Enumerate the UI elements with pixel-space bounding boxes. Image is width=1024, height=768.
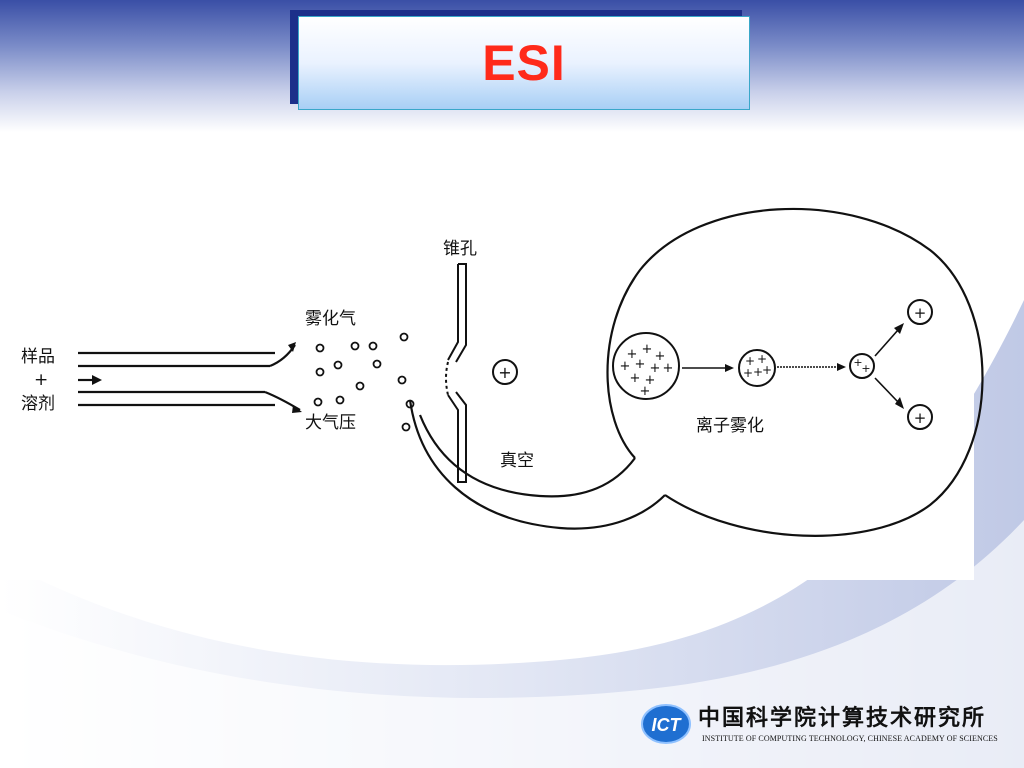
- vacuum-chamber-outline: [408, 207, 984, 537]
- svg-text:+: +: [762, 363, 772, 377]
- institute-logo: ICT 中国科学院计算技术研究所 INSTITUTE OF COMPUTING …: [636, 698, 998, 754]
- label-plus: +: [34, 370, 48, 390]
- label-cone-orifice: 锥孔: [443, 239, 477, 259]
- label-atmospheric-pressure: 大气压: [305, 413, 356, 433]
- cone-orifice-plate: [445, 263, 467, 483]
- large-droplet: +++ +++ +++ +: [612, 332, 680, 400]
- slide-title: ESI: [482, 35, 566, 91]
- svg-text:+: +: [498, 363, 511, 382]
- svg-text:+: +: [630, 371, 641, 386]
- svg-text:+: +: [620, 359, 631, 374]
- svg-text:+: +: [745, 354, 755, 368]
- svg-text:+: +: [650, 361, 661, 376]
- svg-text:+: +: [853, 356, 862, 369]
- gas-arrow-down: [292, 405, 302, 413]
- svg-text:+: +: [645, 373, 656, 388]
- title-box: ESI: [298, 16, 750, 110]
- ict-logo-text: ICT: [652, 715, 683, 735]
- institute-name-en: INSTITUTE OF COMPUTING TECHNOLOGY, CHINE…: [702, 734, 998, 743]
- svg-text:+: +: [663, 361, 674, 376]
- gas-phase-ion-upper: +: [907, 299, 933, 325]
- gas-arrow-up: [288, 342, 296, 352]
- label-vacuum: 真空: [500, 451, 534, 471]
- svg-text:+: +: [914, 304, 927, 322]
- sample-flow-arrow: [78, 375, 102, 385]
- ion-emission-arrows: [874, 323, 904, 409]
- spray-droplets: [313, 332, 415, 432]
- svg-text:+: +: [640, 384, 651, 399]
- svg-text:+: +: [914, 409, 927, 427]
- institute-name-cn: 中国科学院计算技术研究所: [698, 705, 987, 731]
- gas-phase-ion-lower: +: [907, 404, 933, 430]
- svg-text:+: +: [861, 362, 870, 375]
- svg-text:+: +: [753, 365, 763, 379]
- fission-arrow-1: [682, 364, 734, 372]
- medium-droplet: ++ +++: [738, 349, 776, 387]
- label-sample: 样品: [21, 347, 55, 367]
- svg-text:+: +: [757, 352, 767, 366]
- ict-logo-icon: ICT: [641, 704, 691, 744]
- label-nebulizer-gas: 雾化气: [305, 309, 356, 329]
- diagram-panel: [0, 180, 974, 580]
- fission-arrow-2: [777, 363, 846, 371]
- label-ion-spray: 离子雾化: [696, 416, 764, 436]
- svg-text:+: +: [635, 357, 646, 372]
- small-droplet: ++: [849, 353, 875, 379]
- svg-text:+: +: [642, 342, 653, 357]
- svg-text:+: +: [627, 347, 638, 362]
- label-solvent: 溶剂: [21, 394, 55, 414]
- svg-text:+: +: [655, 349, 666, 364]
- svg-text:+: +: [743, 366, 753, 380]
- ion-after-orifice: +: [492, 359, 518, 385]
